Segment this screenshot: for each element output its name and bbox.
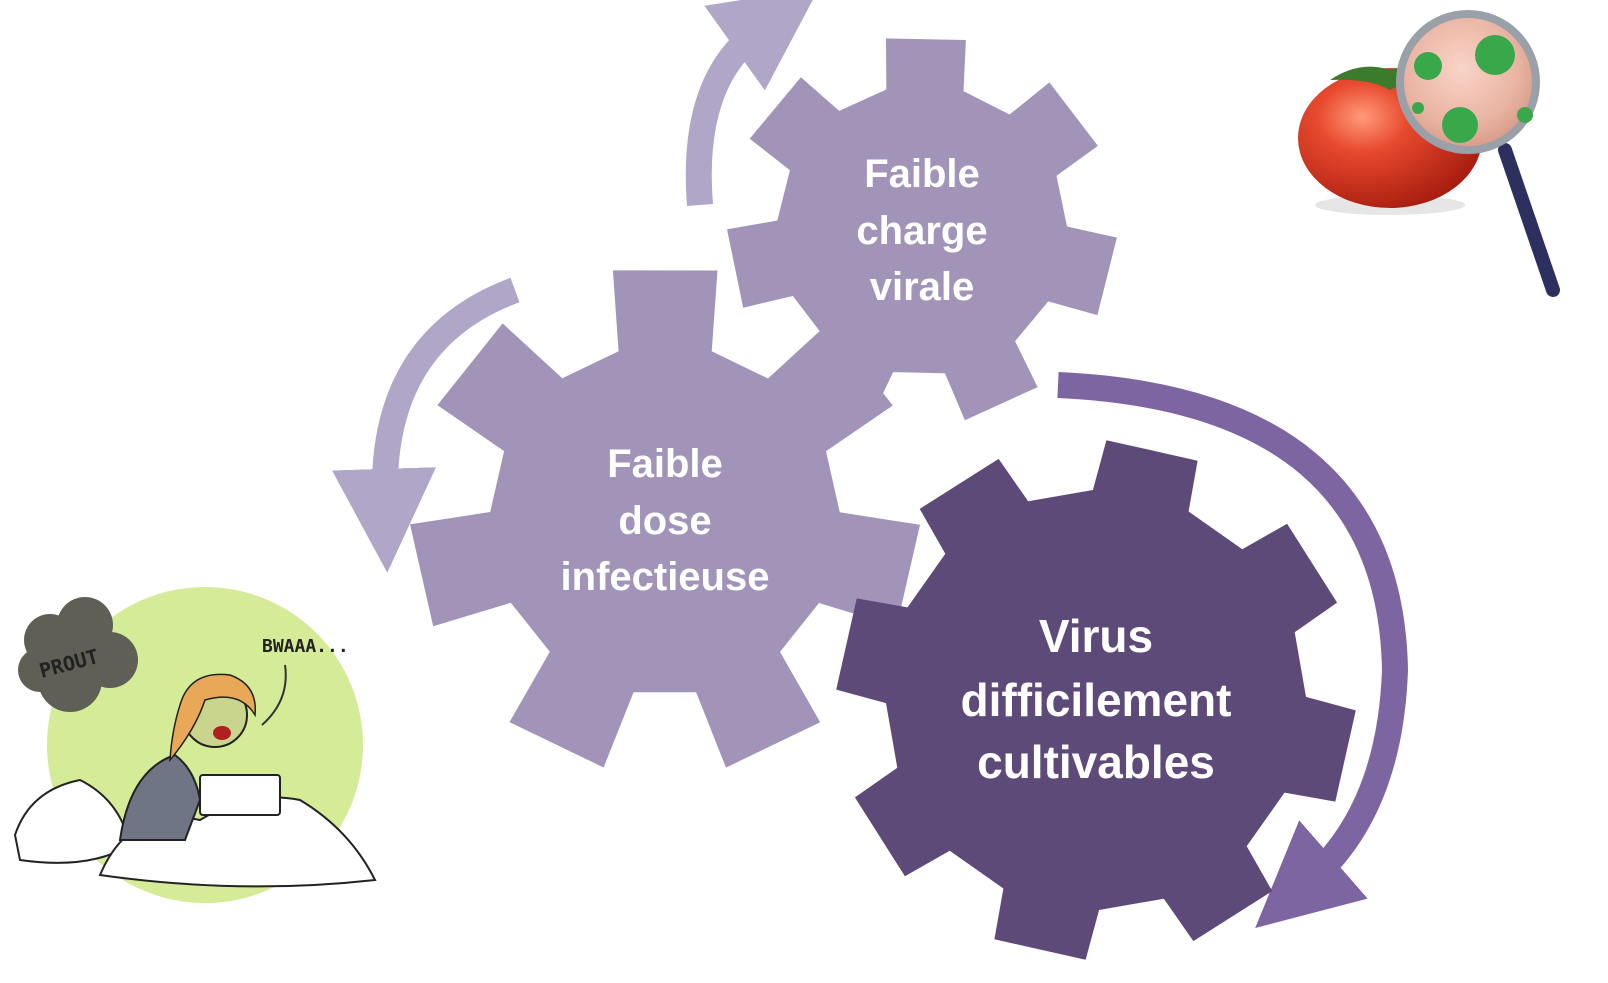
gear-right-shape — [836, 440, 1356, 960]
gear-left-shape — [410, 270, 920, 768]
gear-left-label-line-1: Faible — [607, 442, 723, 486]
gear-top-label-line-2: charge — [856, 209, 987, 253]
arrow-top-curved — [685, 0, 820, 207]
arrow-left-curved — [332, 277, 520, 573]
person-mouth — [213, 726, 231, 740]
bwaaa-text: BWAAA... — [262, 636, 349, 657]
person-hair — [169, 673, 257, 763]
magnifier-handle — [1498, 143, 1560, 297]
virus-5 — [1412, 102, 1424, 114]
gear-top: Faible charge virale — [727, 38, 1117, 421]
tomato-magnifier-illustration — [1298, 10, 1560, 297]
gear-top-shape — [727, 38, 1117, 421]
prout-cloud: PROUT — [18, 597, 138, 712]
gear-left-label-line-2: dose — [618, 499, 711, 543]
virus-3 — [1442, 107, 1478, 143]
bucket — [199, 774, 281, 816]
virus-1 — [1414, 52, 1442, 80]
pillow — [13, 778, 132, 864]
gear-right-label-line-2: difficilement — [961, 674, 1232, 726]
gear-top-label-line-1: Faible — [864, 152, 980, 196]
gear-left: Faible dose infectieuse — [410, 270, 920, 768]
arrow-right-curved — [1057, 372, 1409, 928]
sick-person-illustration: PROUT BWAAA... — [13, 587, 377, 903]
virus-2 — [1475, 35, 1515, 75]
gear-right: Virus difficilement cultivables — [836, 440, 1356, 960]
gear-right-label-line-1: Virus — [1039, 610, 1153, 662]
gear-left-label-line-3: infectieuse — [561, 555, 770, 599]
gear-right-label-line-3: cultivables — [977, 736, 1215, 788]
virus-4 — [1517, 107, 1533, 123]
gear-top-label-line-3: virale — [870, 265, 975, 309]
speech-line — [261, 664, 287, 726]
